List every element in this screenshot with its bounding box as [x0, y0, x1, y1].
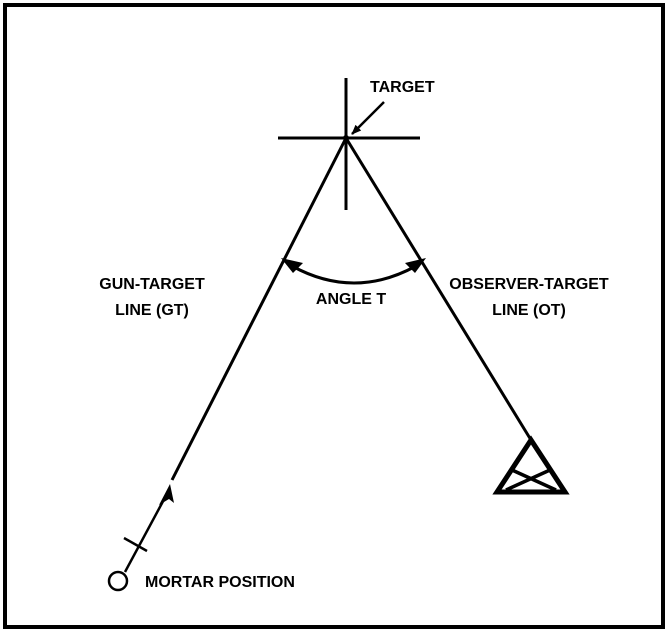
mortar-position-circle-icon [107, 570, 129, 592]
angle-arc-left-arrow-icon [281, 258, 303, 273]
mortar-position-label: MORTAR POSITION [145, 574, 295, 591]
gun-direction-arrow-icon [159, 484, 174, 505]
gun-line-tick [123, 536, 148, 553]
observer-target-label-line2: LINE (OT) [492, 302, 566, 319]
gun-target-label-line2: LINE (GT) [115, 302, 189, 319]
target-pointer-arrow [351, 101, 385, 135]
observer-target-label-line1: OBSERVER-TARGET [449, 276, 609, 293]
diagram-frame [3, 3, 665, 629]
observer-triangle-icon [492, 435, 570, 495]
angle-t-arc [291, 264, 417, 285]
angle-t-label: ANGLE T [316, 291, 386, 308]
target-label: TARGET [370, 79, 435, 96]
gun-target-line [170, 137, 348, 481]
gun-target-label-line1: GUN-TARGET [99, 276, 205, 293]
gun-target-line-lower [123, 491, 170, 573]
observer-target-line [344, 137, 533, 441]
angle-arc-right-arrow-icon [405, 258, 426, 273]
